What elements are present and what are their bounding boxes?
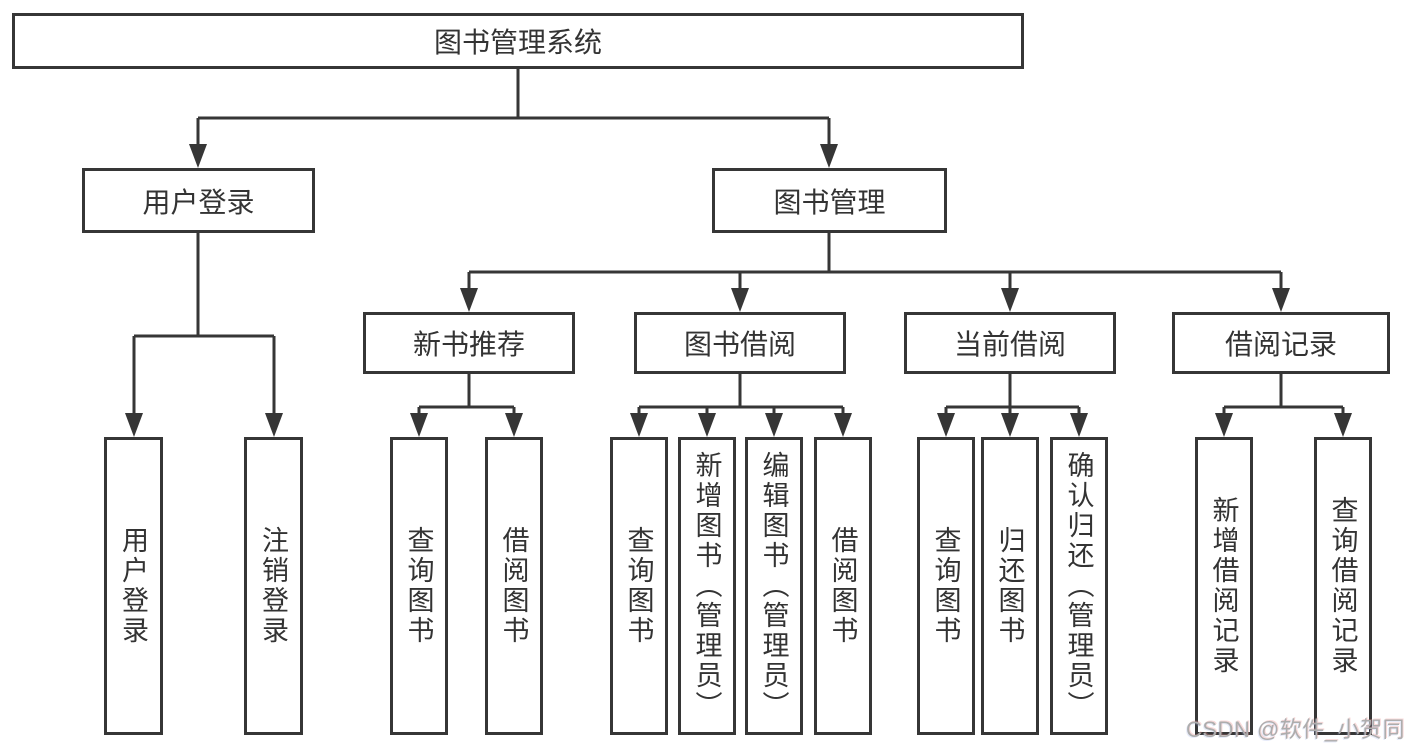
leaf-logout: 注销登录: [244, 437, 303, 735]
arrowhead: [698, 413, 716, 437]
arrowhead: [265, 413, 283, 437]
leaf-user-login: 用户登录: [104, 437, 163, 735]
leaf-borrow-books-recommend: 借阅图书: [485, 437, 543, 735]
arrowhead: [765, 413, 783, 437]
leaf-query-books-recommend: 查询图书: [390, 437, 448, 735]
arrowhead: [820, 144, 838, 168]
node-library-management-system: 图书管理系统: [12, 13, 1024, 69]
arrowhead: [630, 413, 648, 437]
leaf-query-books-current: 查询图书: [917, 437, 975, 735]
connector-new-book-children: [417, 374, 516, 419]
node-user-login: 用户登录: [82, 168, 315, 233]
arrowhead: [1272, 288, 1290, 312]
connector-root-to-level2: [196, 69, 831, 150]
leaf-borrow-books-borrowing: 借阅图书: [814, 437, 872, 735]
watermark: CSDN @软件_小贺同学: [1186, 717, 1405, 742]
arrowhead: [1215, 413, 1233, 437]
arrowhead: [125, 413, 143, 437]
leaf-edit-book-admin: 编辑图书（管理员）: [745, 437, 803, 735]
arrowhead: [1001, 413, 1019, 437]
connector-borrow-record-children: [1222, 374, 1345, 419]
arrowhead: [189, 144, 207, 168]
arrowhead: [505, 413, 523, 437]
connector-user-login-children: [132, 233, 276, 419]
leaf-query-books-borrowing: 查询图书: [610, 437, 668, 735]
connector-current-borrow-children: [944, 374, 1081, 419]
leaf-return-books: 归还图书: [981, 437, 1039, 735]
node-book-management: 图书管理: [712, 168, 947, 233]
node-borrowing-records: 借阅记录: [1172, 312, 1390, 374]
leaf-add-borrow-record: 新增借阅记录: [1195, 437, 1253, 735]
leaf-query-borrow-record: 查询借阅记录: [1314, 437, 1372, 735]
connector-book-borrow-children: [637, 374, 845, 419]
node-book-borrowing: 图书借阅: [634, 312, 846, 374]
arrowhead: [1070, 413, 1088, 437]
arrowhead: [1334, 413, 1352, 437]
connector-book-management-children: [467, 233, 1283, 294]
arrowhead: [460, 288, 478, 312]
node-current-borrowing: 当前借阅: [904, 312, 1116, 374]
arrowhead: [1001, 288, 1019, 312]
leaf-add-book-admin: 新增图书（管理员）: [678, 437, 736, 735]
arrowhead: [410, 413, 428, 437]
node-new-book-recommendation: 新书推荐: [363, 312, 575, 374]
arrowhead: [937, 413, 955, 437]
arrowhead: [834, 413, 852, 437]
leaf-confirm-return-admin: 确认归还（管理员）: [1050, 437, 1108, 735]
arrowhead: [731, 288, 749, 312]
